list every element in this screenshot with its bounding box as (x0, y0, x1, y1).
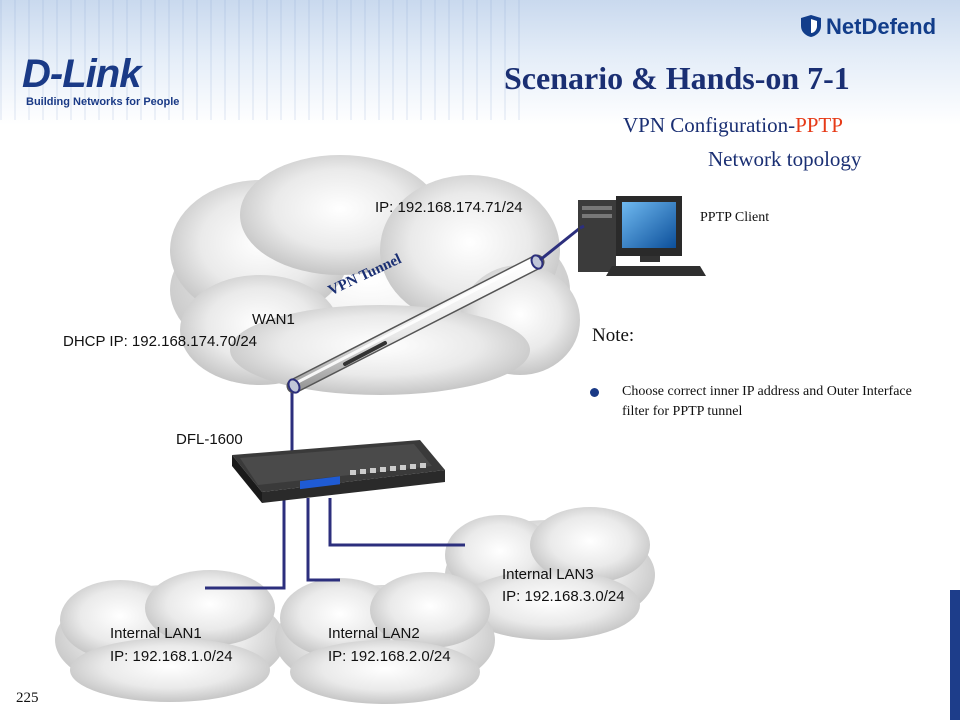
lan1-link (205, 498, 286, 590)
lan2-ip: IP: 192.168.2.0/24 (328, 648, 451, 665)
pptp-client-label: PPTP Client (700, 210, 770, 225)
note-item: Choose correct inner IP address and Oute… (622, 384, 912, 419)
lan3-ip: IP: 192.168.3.0/24 (502, 588, 625, 605)
shield-icon (801, 15, 821, 37)
logo-tagline: Building Networks for People (26, 96, 180, 108)
subtitle-line1: VPN Configuration-PPTP (623, 113, 843, 138)
bullet-icon (590, 388, 599, 397)
client-link (579, 224, 585, 230)
wan-ip-label: DHCP IP: 192.168.174.70/24 (63, 333, 258, 350)
page-number: 225 (16, 690, 39, 706)
dlink-logo: D-Link (22, 52, 141, 96)
network-links (205, 385, 465, 590)
header-banner (0, 0, 960, 125)
note-title: Note: (592, 325, 635, 346)
subtitle-prefix: VPN Configuration- (623, 113, 796, 137)
lan3-link (328, 498, 465, 547)
lan3-name: Internal LAN3 (502, 566, 594, 583)
header-decoration (0, 0, 520, 120)
lan2-link (306, 498, 340, 582)
subtitle-accent: PPTP (795, 113, 843, 137)
subtitle-line2: Network topology (708, 147, 862, 171)
page-title: Scenario & Hands-on 7-1 (504, 60, 850, 96)
lan1-ip: IP: 192.168.1.0/24 (110, 648, 233, 665)
netdefend-logo: NetDefend (826, 14, 937, 39)
firewall-device (232, 440, 445, 503)
lan1-cloud (55, 570, 285, 702)
lan2-cloud (275, 572, 495, 704)
lan2-name: Internal LAN2 (328, 625, 420, 642)
edge-decoration (950, 590, 960, 720)
client-ip-label: IP: 192.168.174.71/24 (375, 199, 523, 216)
vpn-tunnel (286, 226, 581, 394)
lan3-cloud (445, 507, 655, 640)
pptp-client-computer (578, 196, 706, 276)
wan-label: WAN1 (252, 311, 295, 328)
firewall-label: DFL-1600 (176, 431, 243, 448)
lan1-name: Internal LAN1 (110, 625, 202, 642)
